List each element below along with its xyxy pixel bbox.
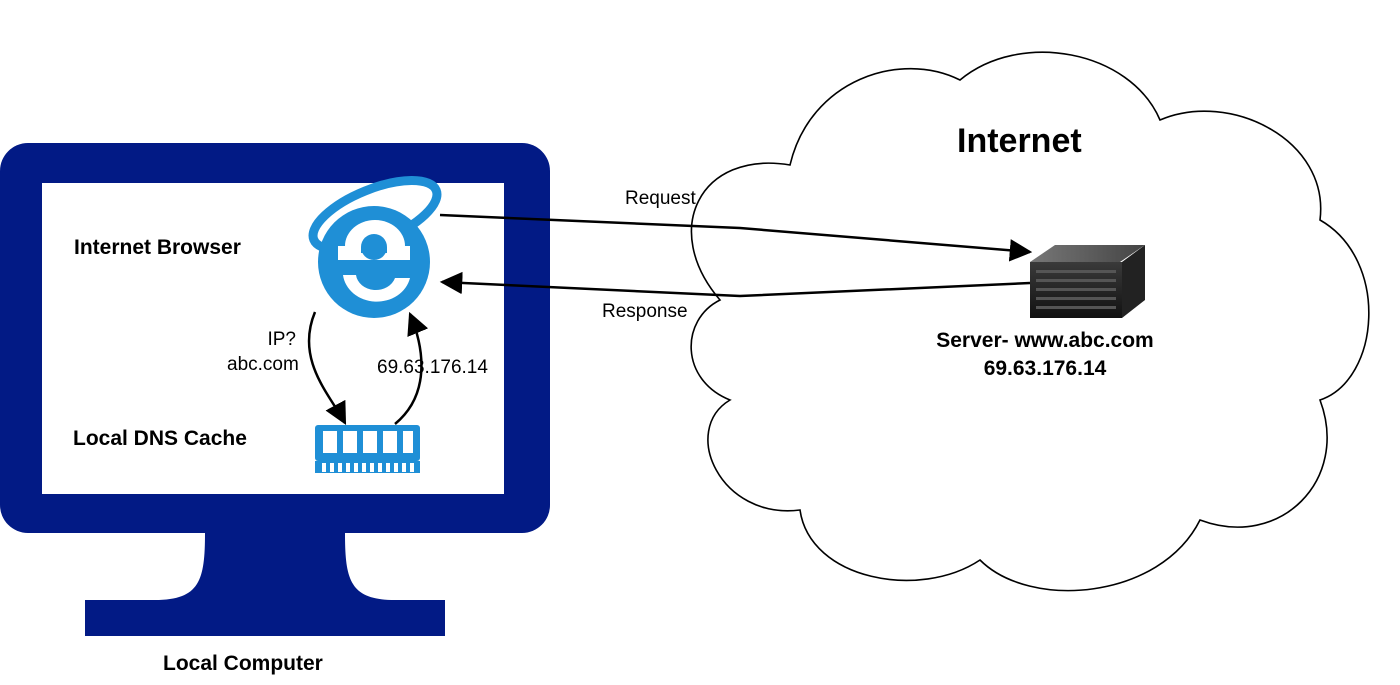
server-rack-icon	[1030, 245, 1145, 318]
cache-answer-label: 69.63.176.14	[377, 357, 488, 378]
memory-module-icon	[315, 425, 420, 473]
request-label: Request	[625, 188, 696, 209]
query-label-line-2: abc.com	[227, 354, 299, 375]
response-label: Response	[602, 301, 688, 322]
query-label-line-1: IP?	[267, 329, 296, 350]
request-arrow	[439, 213, 1033, 262]
answer-arrow	[394, 311, 429, 425]
server-ip: 69.63.176.14	[983, 357, 1107, 380]
query-arrow	[307, 311, 347, 425]
server-name: Server- www.abc.com	[936, 329, 1154, 352]
internet-explorer-icon	[308, 175, 442, 318]
query-label: IP? abc.com	[222, 327, 312, 377]
cloud-label: Internet	[957, 122, 1082, 160]
response-arrow	[439, 271, 1031, 298]
computer-label: Local Computer	[163, 652, 323, 675]
internet-cloud	[690, 51, 1370, 592]
dns-cache-label: Local DNS Cache	[73, 427, 247, 450]
browser-label: Internet Browser	[74, 236, 241, 259]
server-label: Server- www.abc.com 69.63.176.14	[900, 327, 1190, 383]
